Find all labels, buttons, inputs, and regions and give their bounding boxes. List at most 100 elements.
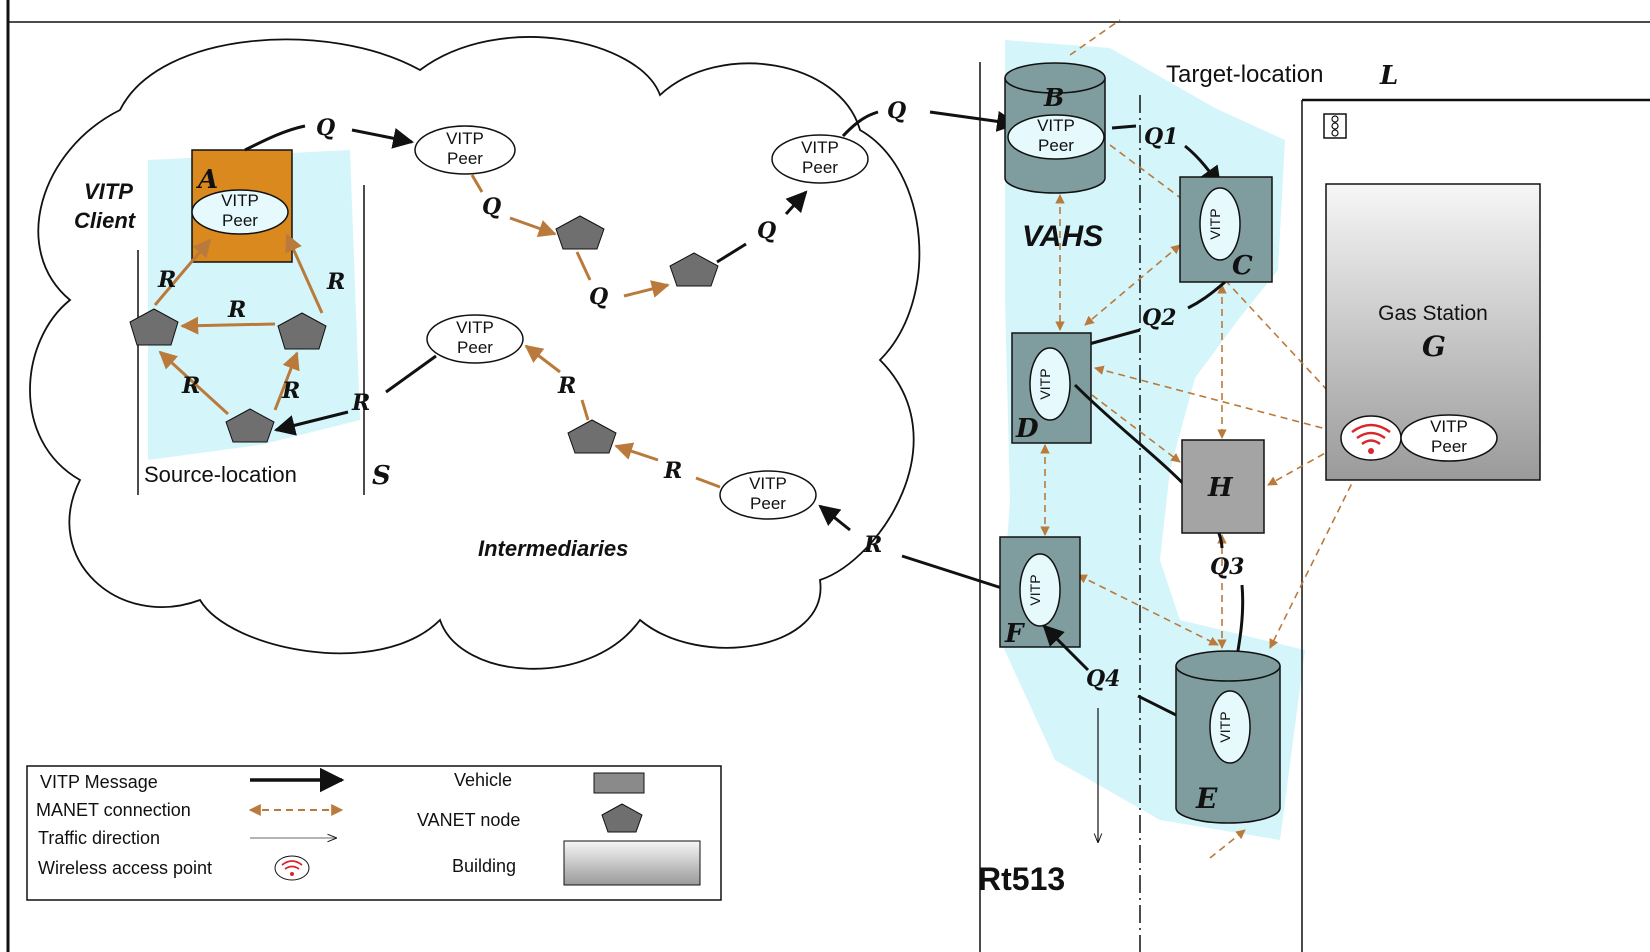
- r-brown-seg-1: [695, 476, 721, 489]
- manet-link-f-e: [1077, 574, 1219, 646]
- manet-link-b-top: [1069, 19, 1121, 56]
- vehicle-c-vitp: VITP: [1207, 208, 1223, 239]
- r-arrow-s4: [158, 350, 230, 416]
- gas-station-peer-ellipse: [1400, 414, 1498, 462]
- node-h: [1181, 439, 1265, 534]
- r-label-s4: R: [181, 373, 200, 399]
- r-label-s5: R: [281, 378, 300, 404]
- q-arrow-3: [929, 110, 1019, 132]
- peer2-peer: Peer: [802, 158, 838, 177]
- q-black-seg-1: [716, 242, 747, 264]
- r-arrow-s2: [285, 233, 324, 314]
- vehicle-b-peer-ellipse: [1007, 114, 1105, 160]
- legend-vitp-message: VITP Message: [40, 772, 158, 792]
- vanet-node-i1: [555, 215, 605, 250]
- r-brown-arrow-2: [524, 344, 561, 374]
- wifi-icon: [1340, 415, 1402, 461]
- vahs-label: VAHS: [1022, 220, 1103, 253]
- manet-link-b-c: [1109, 144, 1191, 206]
- r-arrow-s3: [180, 316, 276, 335]
- r-label-s3: R: [227, 297, 246, 323]
- traffic-light-icon: [1323, 113, 1347, 139]
- vanet-node-s3: [225, 408, 275, 443]
- r-brown-seg-2: [580, 399, 590, 421]
- manet-link-ap-e: [1269, 462, 1363, 649]
- target-location-label: Target-location: [1166, 61, 1323, 88]
- r-return-arrow-1: [818, 504, 851, 532]
- gas-peer-peer: Peer: [1431, 437, 1467, 456]
- peer-ellipse-2: [771, 134, 869, 184]
- vanet-node-s1: [129, 308, 179, 346]
- q-line-5: [841, 110, 879, 138]
- q2-line: [1187, 280, 1226, 310]
- legend-building: Building: [452, 856, 516, 876]
- vanet-node-i3: [567, 419, 617, 454]
- legend-building-swatch: [563, 840, 701, 886]
- gas-station-symbol: G: [1422, 330, 1446, 363]
- vehicle-e-vitp: VITP: [1217, 711, 1233, 742]
- client-peer-vitp: VITP: [221, 191, 259, 210]
- r-label-i2: R: [663, 458, 682, 484]
- vehicle-f-vitp: VITP: [1027, 574, 1043, 605]
- q-label-4: Q: [757, 218, 776, 244]
- peer4-peer: Peer: [457, 338, 493, 357]
- r-arrow-s1: [153, 238, 212, 306]
- r-return-arrow-2: [273, 410, 349, 436]
- vehicle-e-symbol: E: [1195, 782, 1218, 815]
- r-label-s1: R: [157, 267, 176, 293]
- r-label-i1: R: [863, 532, 882, 558]
- gas-station-label: Gas Station: [1378, 302, 1488, 325]
- target-location-symbol: L: [1379, 61, 1398, 91]
- vanet-node-s2: [277, 312, 327, 350]
- peer3-peer: Peer: [750, 494, 786, 513]
- q-brown-seg-1: [470, 174, 484, 193]
- peer-ellipse-3: [719, 470, 817, 520]
- manet-link-e-bottom: [1209, 829, 1246, 859]
- vehicle-b-symbol: B: [1043, 83, 1064, 112]
- node-h-symbol: H: [1207, 473, 1234, 503]
- peer4-vitp: VITP: [456, 318, 494, 337]
- manet-link-d-h: [1091, 394, 1181, 463]
- vitp-client-line1: VITP: [84, 179, 133, 204]
- source-location-symbol: S: [372, 461, 391, 491]
- vehicle-b-vitp: VITP: [1037, 116, 1075, 135]
- r-label-s2: R: [326, 269, 345, 295]
- r-label-i4: R: [351, 390, 370, 416]
- q1-label: Q1: [1144, 124, 1178, 150]
- q-label-3: Q: [589, 284, 608, 310]
- vitp-client-line2: Client: [74, 208, 137, 233]
- r-return-line-1: [901, 554, 1009, 592]
- q-arrow-2: [784, 190, 808, 216]
- legend-traffic-direction: Traffic direction: [38, 828, 160, 848]
- client-peer-peer: Peer: [222, 211, 258, 230]
- client-peer-ellipse: [191, 189, 289, 235]
- q-label-1: Q: [316, 115, 335, 141]
- q1-line: [1111, 124, 1137, 130]
- manet-link-c-d: [1084, 244, 1181, 326]
- vehicle-d-symbol: D: [1015, 414, 1039, 444]
- vehicle-c-symbol: C: [1232, 251, 1253, 281]
- q-brown-arrow-1: [509, 216, 557, 238]
- r-arrow-s5: [273, 351, 300, 411]
- q-label-2: Q: [482, 194, 501, 220]
- legend-wireless-access-point: Wireless access point: [38, 858, 212, 878]
- q-arrow-1: [351, 127, 415, 149]
- legend-manet-connection: MANET connection: [36, 800, 191, 820]
- peer-ellipse-1: [414, 125, 516, 175]
- r-label-i3: R: [557, 373, 576, 399]
- peer-ellipse-4: [426, 314, 524, 364]
- q3-label: Q3: [1210, 554, 1244, 580]
- peer2-vitp: VITP: [801, 138, 839, 157]
- q-brown-seg-2: [575, 251, 592, 281]
- client-a-symbol: A: [195, 165, 218, 195]
- source-location-label: Source-location: [144, 462, 297, 487]
- vehicle-e-vitp-ellipse: [1209, 690, 1251, 764]
- legend-pentagon-node-icon: [601, 803, 643, 833]
- gas-peer-vitp: VITP: [1430, 417, 1468, 436]
- vehicle-d-vitp: VITP: [1037, 368, 1053, 399]
- q-line-start: [244, 124, 306, 152]
- q-brown-arrow-2: [623, 280, 670, 298]
- legend-wifi-icon: [274, 855, 310, 881]
- q2-label: Q2: [1142, 305, 1176, 331]
- legend-vanet-node: VANET node: [417, 810, 520, 830]
